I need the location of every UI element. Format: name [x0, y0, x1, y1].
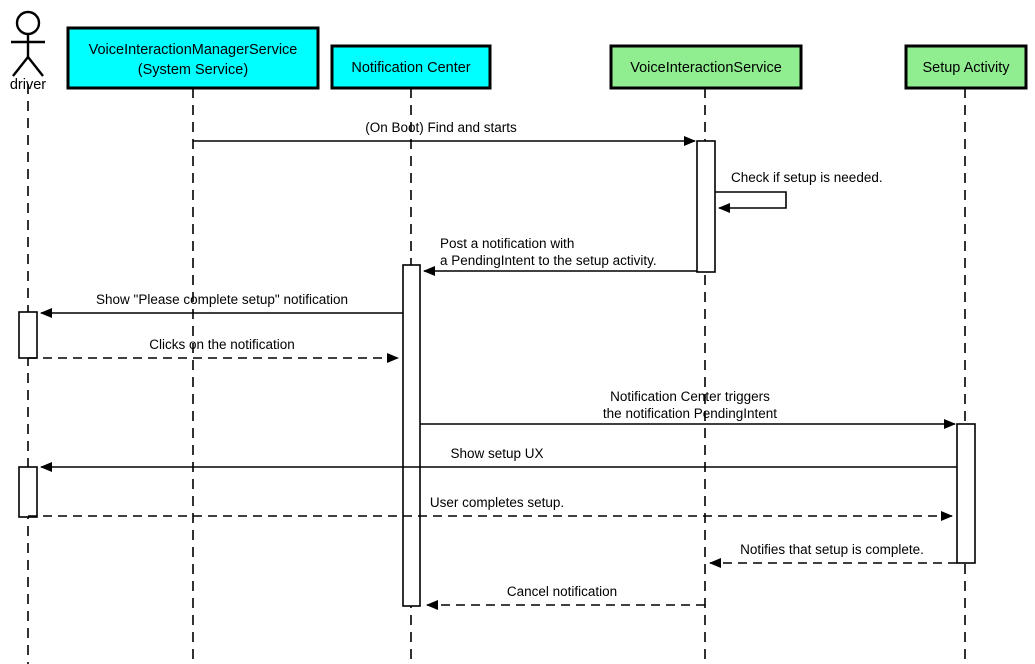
- activation-bar-setup-activity: [956, 423, 976, 564]
- message-label-notifies-that-setup-is-complete: Notifies that setup is complete.: [740, 542, 924, 557]
- participant-box-setup-activity-rect: [904, 44, 1028, 90]
- message-clicks-on-the-notification[interactable]: Clicks on the notification: [28, 337, 399, 363]
- participant-box-notification-center-rect: [330, 44, 492, 90]
- participant-label-vims-line1: VoiceInteractionManagerService: [89, 42, 298, 58]
- message-self-loop-path: [715, 191, 787, 213]
- message-label-clicks-on-the-notification: Clicks on the notification: [149, 337, 295, 352]
- stick-figure-actor-icon: [11, 10, 45, 77]
- activation-bar-driver-1: [18, 311, 38, 359]
- activation-bar-driver-2: [18, 466, 38, 518]
- message-show-setup-ux[interactable]: Show setup UX: [40, 446, 957, 472]
- message-on-boot-find-and-starts[interactable]: (On Boot) Find and starts: [193, 120, 696, 146]
- participant-box-setup-activity[interactable]: Setup Activity: [904, 44, 1028, 90]
- participant-box-vims-rect: [66, 26, 320, 90]
- message-label-on-boot-find-and-starts: (On Boot) Find and starts: [365, 120, 517, 135]
- message-label-user-completes-setup: User completes setup.: [430, 495, 564, 510]
- participant-box-notification-center[interactable]: Notification Center: [330, 44, 492, 90]
- message-label-check-if-setup-is-needed: Check if setup is needed.: [731, 170, 883, 185]
- participant-label-setup-activity: Setup Activity: [922, 60, 1010, 76]
- actor-label-driver: driver: [10, 77, 46, 93]
- message-label-cancel-notification: Cancel notification: [507, 584, 617, 599]
- participant-label-vims-line2: (System Service): [138, 62, 248, 78]
- message-check-if-setup-is-needed[interactable]: Check if setup is needed.: [715, 170, 883, 213]
- message-label-notification-center-triggers-line2: the notification PendingIntent: [603, 406, 777, 421]
- activation-bar-notification-center: [402, 264, 421, 607]
- message-post-a-notification[interactable]: Post a notification with a PendingIntent…: [423, 236, 697, 276]
- participant-box-vims[interactable]: VoiceInteractionManagerService (System S…: [66, 26, 320, 90]
- message-label-post-a-notification-line1: Post a notification with: [440, 236, 574, 251]
- activation-bars-group: [18, 140, 976, 607]
- participant-label-vis: VoiceInteractionService: [630, 60, 782, 76]
- message-notifies-that-setup-is-complete[interactable]: Notifies that setup is complete.: [709, 542, 957, 568]
- participant-box-vis[interactable]: VoiceInteractionService: [609, 44, 803, 90]
- message-cancel-notification[interactable]: Cancel notification: [426, 584, 705, 610]
- message-label-show-please-complete-setup-notification: Show "Please complete setup" notificatio…: [96, 292, 348, 307]
- message-notification-center-triggers-pendingintent[interactable]: Notification Center triggers the notific…: [420, 389, 956, 429]
- message-label-notification-center-triggers-line1: Notification Center triggers: [610, 389, 770, 404]
- message-label-post-a-notification-line2: a PendingIntent to the setup activity.: [440, 253, 657, 268]
- message-show-please-complete-setup-notification[interactable]: Show "Please complete setup" notificatio…: [40, 292, 403, 318]
- participant-actor-driver[interactable]: driver: [10, 10, 46, 93]
- participant-box-vis-rect: [609, 44, 803, 90]
- message-label-show-setup-ux: Show setup UX: [450, 446, 543, 461]
- participant-label-notification-center: Notification Center: [351, 60, 470, 76]
- activation-bar-vis: [696, 140, 716, 273]
- message-user-completes-setup[interactable]: User completes setup.: [28, 495, 953, 521]
